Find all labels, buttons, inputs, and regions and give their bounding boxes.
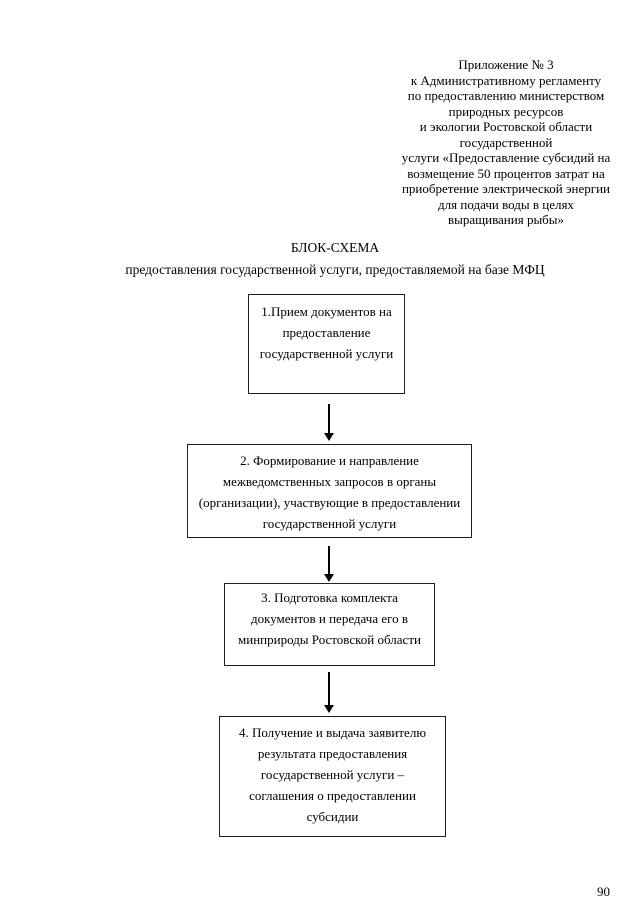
down-arrow-icon xyxy=(324,574,334,582)
page-number: 90 xyxy=(597,884,610,899)
flowchart-title: БЛОК-СХЕМА xyxy=(290,240,380,255)
arrow-line xyxy=(328,546,330,575)
arrow-line xyxy=(328,672,330,706)
down-arrow-icon xyxy=(324,433,334,441)
flowchart-subtitle: предоставления государственной услуги, п… xyxy=(125,262,545,277)
arrow-line xyxy=(328,404,330,434)
down-arrow-icon xyxy=(324,705,334,713)
